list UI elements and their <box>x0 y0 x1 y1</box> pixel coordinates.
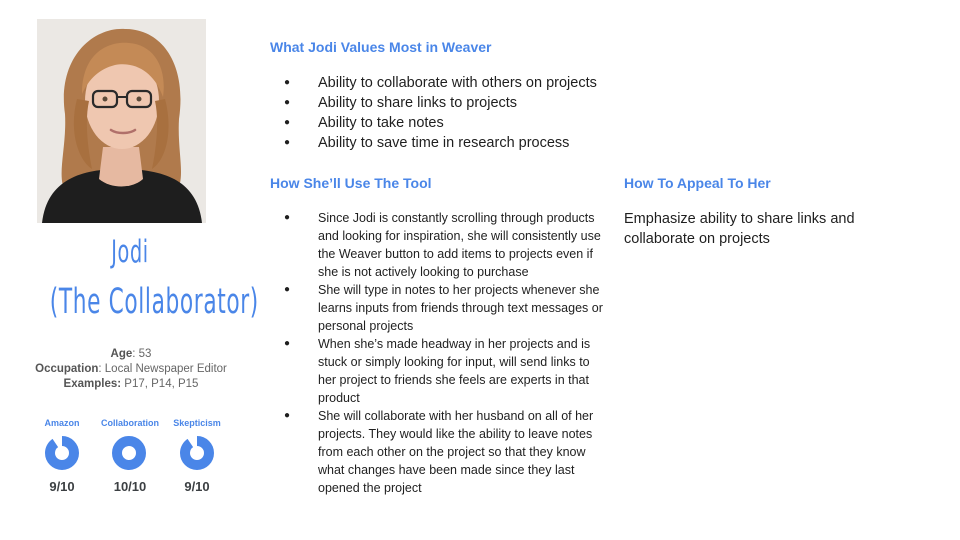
occupation-label: Occupation <box>35 363 99 375</box>
examples-value: P17, P14, P15 <box>121 378 199 390</box>
persona-examples-line: Examples: P17, P14, P15 <box>0 377 262 392</box>
list-item: She will collaborate with her husband on… <box>270 407 610 497</box>
metric-value-amazon: 9/10 <box>49 479 75 494</box>
values-list: Ability to collaborate with others on pr… <box>270 73 630 153</box>
donut-fill <box>180 436 214 470</box>
persona-photo <box>37 19 206 223</box>
examples-label: Examples: <box>63 378 122 390</box>
metric-label-amazon: Amazon <box>44 418 80 428</box>
metric-label-collaboration: Collaboration <box>101 418 159 428</box>
list-item: When she’s made headway in her projects … <box>270 335 610 407</box>
donut-chart-amazon <box>45 436 79 470</box>
usage-heading: How She’ll Use The Tool <box>270 175 432 191</box>
persona-tagline: (The Collaborator) <box>49 282 259 322</box>
persona-name: Jodi <box>111 234 149 270</box>
list-item: She will type in notes to her projects w… <box>270 281 610 335</box>
list-item: Ability to save time in research process <box>270 133 630 153</box>
donut-fill <box>112 436 146 470</box>
values-heading: What Jodi Values Most in Weaver <box>270 39 492 55</box>
donut-fill <box>45 436 79 470</box>
metric-label-skepticism: Skepticism <box>173 418 221 428</box>
list-item: Ability to take notes <box>270 113 630 133</box>
persona-occupation-line: Occupation: Local Newspaper Editor <box>0 362 262 377</box>
age-value: : 53 <box>132 348 152 360</box>
persona-portrait-image <box>37 19 206 223</box>
list-item: Ability to collaborate with others on pr… <box>270 73 630 93</box>
age-label: Age <box>110 348 133 360</box>
occupation-value: : Local Newspaper Editor <box>98 363 227 375</box>
donut-chart-collaboration <box>112 436 146 470</box>
list-item: Since Jodi is constantly scrolling throu… <box>270 209 610 281</box>
metric-value-skepticism: 9/10 <box>184 479 210 494</box>
metric-value-collaboration: 10/10 <box>113 479 147 494</box>
appeal-text: Emphasize ability to share links and col… <box>624 211 855 247</box>
usage-list: Since Jodi is constantly scrolling throu… <box>270 209 610 497</box>
list-item: Ability to share links to projects <box>270 93 630 113</box>
appeal-heading: How To Appeal To Her <box>624 175 771 191</box>
persona-age-line: Age: 53 <box>0 347 262 362</box>
donut-chart-skepticism <box>180 436 214 470</box>
